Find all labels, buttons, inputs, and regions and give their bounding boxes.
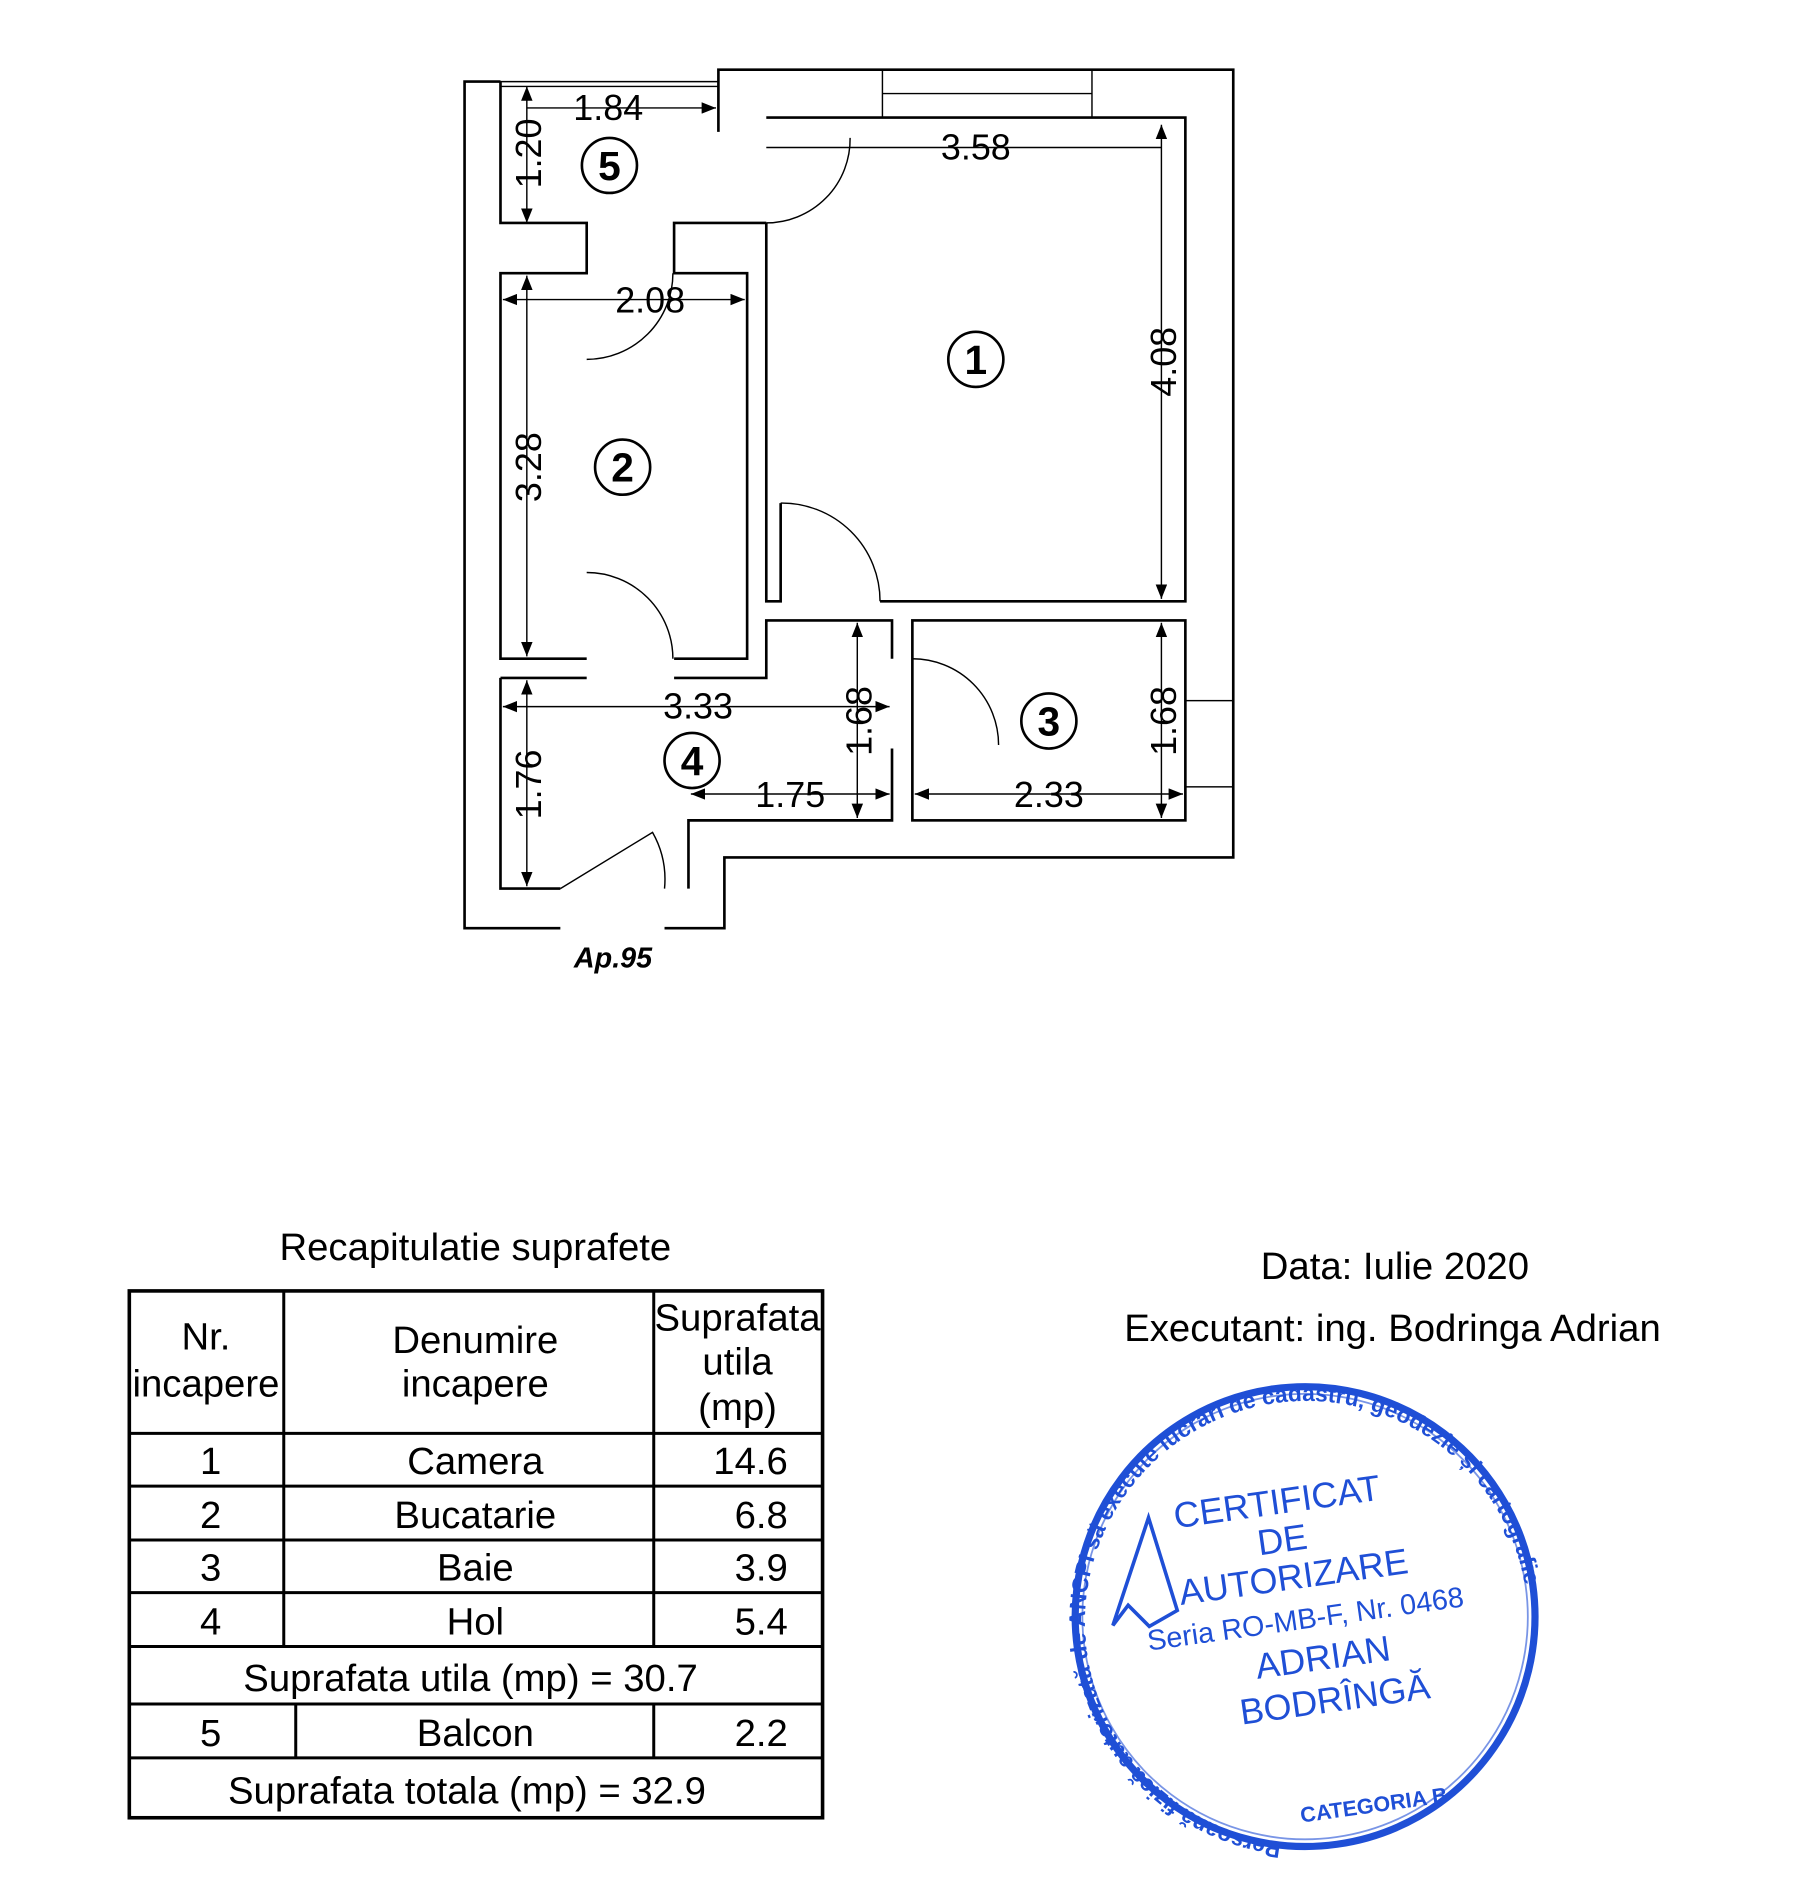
- svg-text:Bucatarie: Bucatarie: [394, 1494, 556, 1537]
- total-row: Suprafata totala (mp) = 32.9: [228, 1769, 706, 1812]
- dim-room2-width: 2.08: [615, 280, 685, 321]
- table-row-balcony: 5 Balcon 2.2: [200, 1712, 788, 1755]
- authorization-stamp: Persoană fizică autorizată de ANCPI să e…: [1033, 1348, 1580, 1885]
- dim-balcony-width: 1.84: [573, 87, 643, 128]
- header-area-3: (mp): [698, 1386, 777, 1429]
- floor-plan: 1.84 1.20 3.58 4.08 2.08 3.28 3.33 1.76 …: [463, 68, 1235, 975]
- header-nr: Nr.: [181, 1316, 230, 1359]
- svg-text:3.9: 3.9: [735, 1547, 788, 1590]
- header-nr-2: incapere: [132, 1362, 279, 1405]
- table-row: 4 Hol 5.4: [200, 1601, 788, 1644]
- area-summary-table: Recapitulatie suprafete Nr. incapere Den…: [127, 1226, 825, 1820]
- header-name-2: incapere: [402, 1362, 549, 1405]
- table-title: Recapitulatie suprafete: [279, 1226, 671, 1269]
- dim-hall-width2: 1.75: [755, 774, 825, 815]
- svg-text:2.2: 2.2: [735, 1712, 788, 1755]
- svg-text:Hol: Hol: [447, 1601, 504, 1644]
- executant-text: Executant: ing. Bodringa Adrian: [1124, 1307, 1661, 1350]
- svg-text:14.6: 14.6: [713, 1440, 788, 1483]
- dimension-lines: [502, 86, 1183, 887]
- header-area: Suprafata: [655, 1296, 822, 1339]
- room-number-2: 2: [611, 445, 634, 491]
- header-area-2: utila: [702, 1341, 773, 1384]
- svg-text:5.4: 5.4: [735, 1601, 788, 1644]
- dim-hall-width: 3.33: [663, 686, 733, 727]
- dim-hall-height2: 1.68: [839, 686, 880, 756]
- dim-balcony-height: 1.20: [508, 119, 549, 189]
- svg-text:Balcon: Balcon: [417, 1712, 534, 1755]
- stamp-category: CATEGORIA B: [1299, 1782, 1449, 1827]
- room-number-1: 1: [965, 337, 988, 383]
- svg-text:3: 3: [200, 1547, 221, 1590]
- header-name: Denumire: [392, 1319, 558, 1362]
- table-row: 3 Baie 3.9: [200, 1547, 788, 1590]
- svg-text:6.8: 6.8: [735, 1494, 788, 1537]
- dim-room2-height: 3.28: [508, 432, 549, 502]
- apartment-label: Ap.95: [573, 943, 653, 975]
- room-number-3: 3: [1038, 698, 1061, 744]
- svg-text:2: 2: [200, 1494, 221, 1537]
- svg-text:1: 1: [200, 1440, 221, 1483]
- signature: [1111, 1511, 1180, 1629]
- table-row: 2 Bucatarie 6.8: [200, 1494, 788, 1537]
- date-text: Data: Iulie 2020: [1261, 1245, 1529, 1288]
- dim-room1-width: 3.58: [941, 126, 1011, 167]
- dim-room3-height: 1.68: [1143, 686, 1184, 756]
- subtotal-row: Suprafata utila (mp) = 30.7: [243, 1657, 698, 1700]
- dim-hall-height: 1.76: [508, 750, 549, 820]
- svg-text:Baie: Baie: [437, 1547, 514, 1590]
- svg-text:Camera: Camera: [407, 1440, 544, 1483]
- table-row: 1 Camera 14.6: [200, 1440, 788, 1483]
- room-number-4: 4: [681, 738, 704, 784]
- dim-room3-width: 2.33: [1014, 774, 1084, 815]
- dim-room1-height: 4.08: [1143, 327, 1184, 397]
- svg-text:4: 4: [200, 1601, 221, 1644]
- stamp-line: DE: [1255, 1516, 1310, 1564]
- room-number-5: 5: [598, 143, 621, 189]
- svg-text:5: 5: [200, 1712, 221, 1755]
